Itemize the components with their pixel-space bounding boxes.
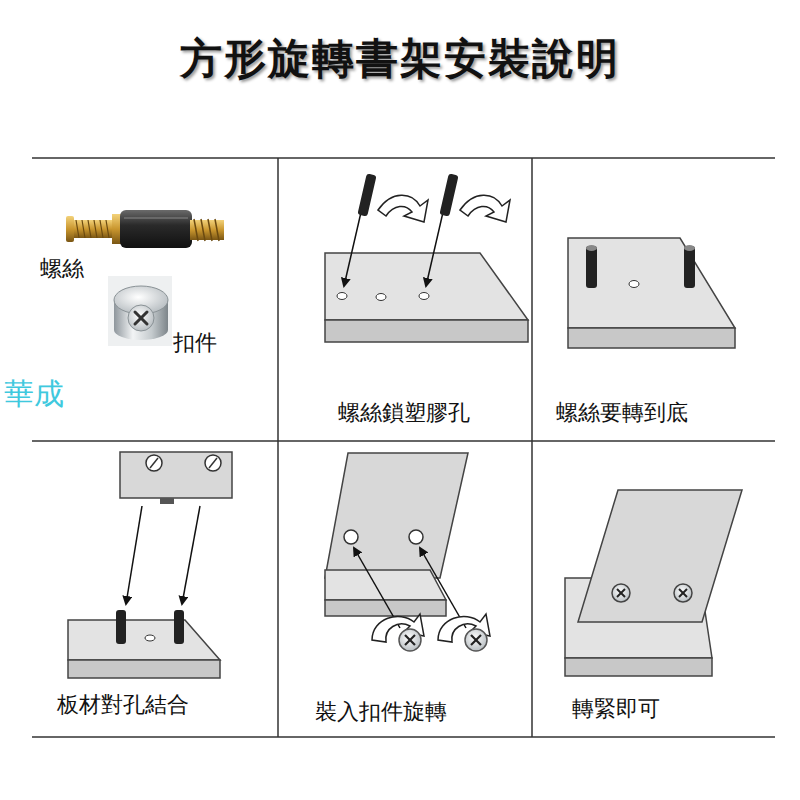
step-caption-holder: 板材對孔結合 [57, 690, 189, 720]
step5-illustration [565, 490, 742, 676]
step-caption: 螺絲要轉到底 [556, 400, 688, 425]
grid-lines [32, 158, 775, 737]
watermark-holder: 華成 [4, 374, 64, 415]
title-holder: 方形旋轉書架安裝說明 [0, 34, 800, 84]
step1-illustration [325, 173, 528, 342]
part-label: 扣件 [173, 330, 217, 355]
step2-illustration [568, 238, 735, 348]
step4-illustration [325, 453, 490, 651]
step3-illustration [68, 452, 232, 678]
screw-photo [66, 210, 224, 248]
step-caption-holder: 裝入扣件旋轉 [315, 697, 447, 727]
step-caption-holder: 螺絲要轉到底 [556, 398, 688, 428]
step-caption-holder: 轉緊即可 [572, 694, 660, 724]
cam-fastener-photo [108, 276, 172, 346]
step-caption: 螺絲鎖塑膠孔 [338, 400, 470, 425]
part-label-holder: 螺絲 [40, 254, 84, 284]
part-label-holder: 扣件 [173, 328, 217, 358]
step-caption: 裝入扣件旋轉 [315, 699, 447, 724]
step-caption: 轉緊即可 [572, 696, 660, 721]
step-caption: 板材對孔結合 [57, 692, 189, 717]
part-label: 螺絲 [40, 256, 84, 281]
title: 方形旋轉書架安裝說明 [180, 34, 620, 83]
step-caption-holder: 螺絲鎖塑膠孔 [338, 398, 470, 428]
watermark: 華成 [4, 376, 64, 411]
